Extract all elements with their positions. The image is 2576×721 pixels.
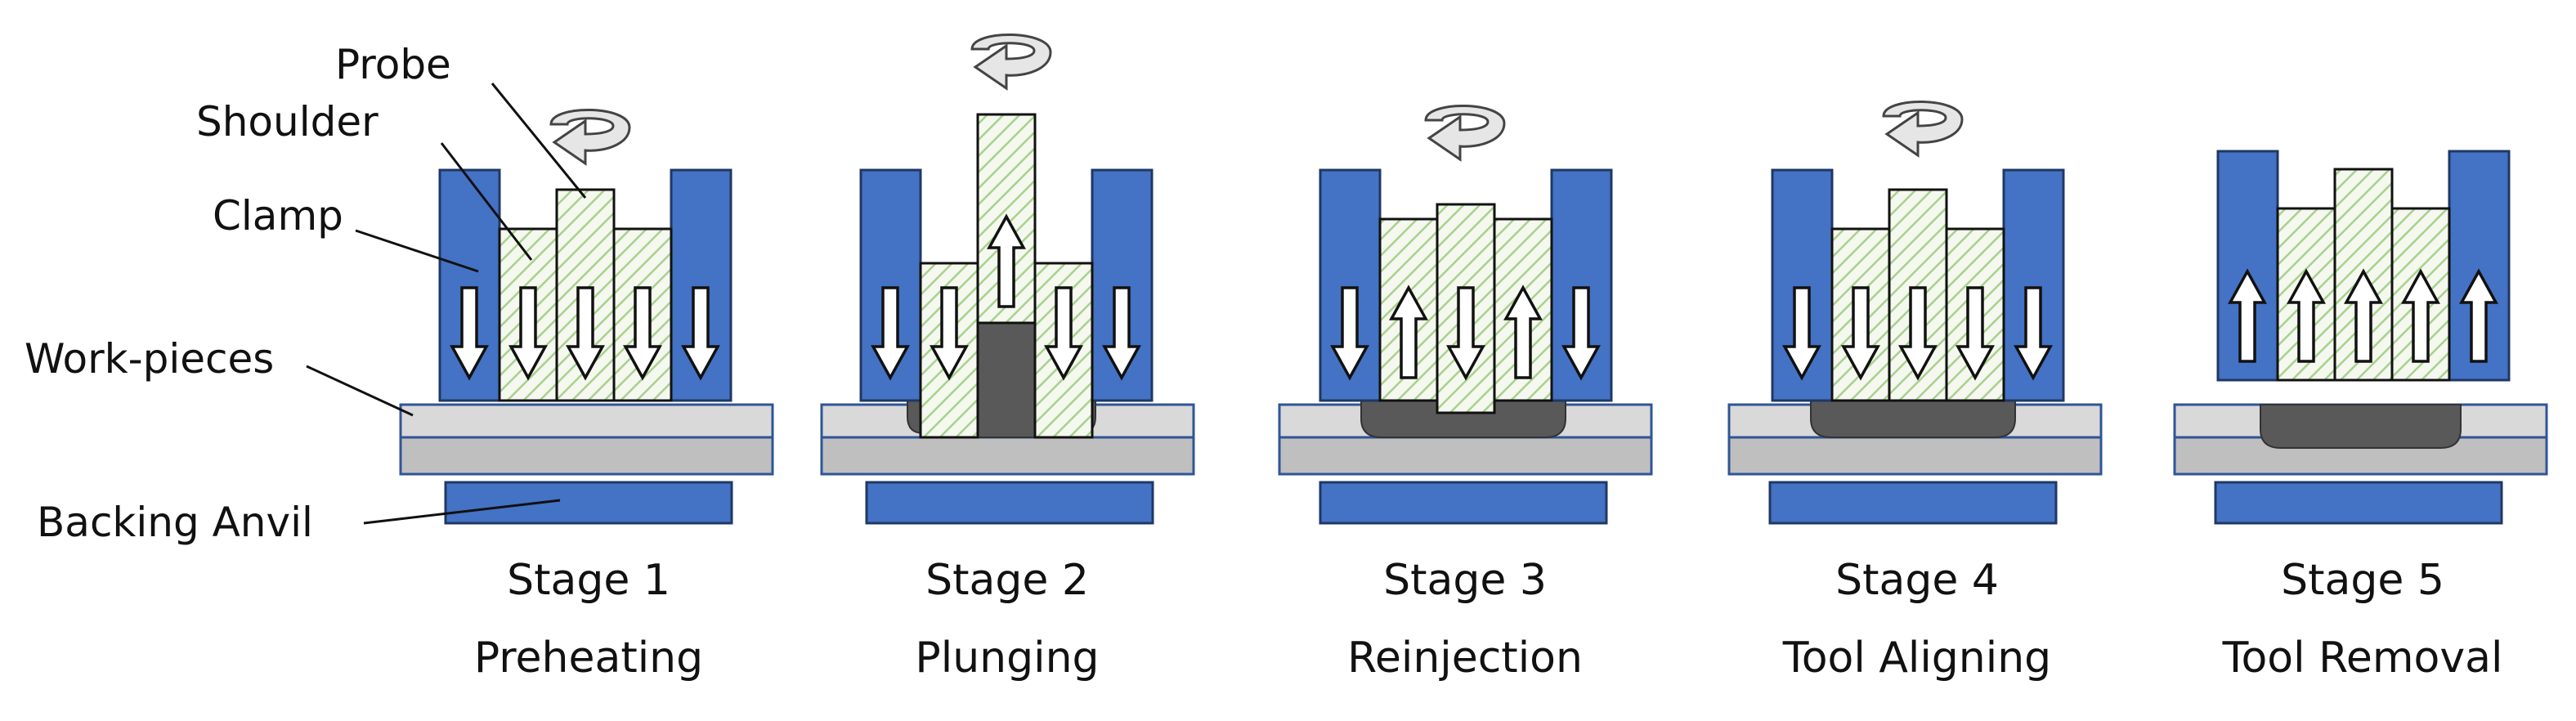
stage-4-title: Stage 4 [1835,556,1999,605]
stage-2-illustration [820,33,1195,525]
stage-1-illustration [399,108,774,525]
shoulder-label: Shoulder [196,98,379,146]
stage-4-name: Tool Aligning [1782,634,2052,683]
stage-3-illustration [1278,104,1653,525]
stage-5-title: Stage 5 [2281,556,2444,605]
workpiece-bottom [399,436,774,476]
stage-4-illustration [1727,100,2103,525]
workpieces-label: Work-pieces [25,335,275,383]
rotation-arrow-icon [1424,104,1506,161]
stage-5-name: Tool Removal [2222,634,2503,683]
rotation-arrow-icon [970,33,1052,90]
anvil [444,481,733,525]
stage-5-illustration [2173,150,2548,525]
clamp-label: Clamp [213,192,343,240]
stage-1-name: Preheating [473,634,704,683]
workpiece-top [399,403,774,439]
label-leaders [306,83,587,525]
rotation-arrow-icon [1882,100,1964,157]
stage-3-name: Reinjection [1347,634,1583,683]
probe-label: Probe [335,41,451,88]
stage-2-name: Plunging [915,634,1100,683]
rotation-arrow-icon [549,108,631,165]
stage-2-title: Stage 2 [925,556,1089,605]
backing-anvil-label: Backing Anvil [37,499,313,546]
stage-1-title: Stage 1 [507,556,670,605]
stage-3-title: Stage 3 [1383,556,1547,605]
